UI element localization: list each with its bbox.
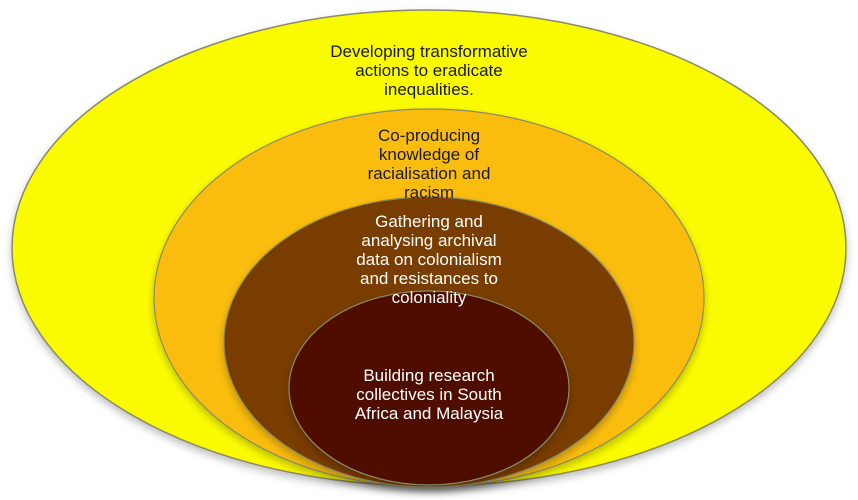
ring-third-label: Gathering and analysing archival data on… xyxy=(356,212,502,307)
ring-core xyxy=(288,290,570,486)
ring-outer-label: Developing transformative actions to era… xyxy=(330,42,528,99)
ring-second-label: Co-producing knowledge of racialisation … xyxy=(367,126,491,202)
ring-core-label: Building research collectives in South A… xyxy=(354,366,504,423)
